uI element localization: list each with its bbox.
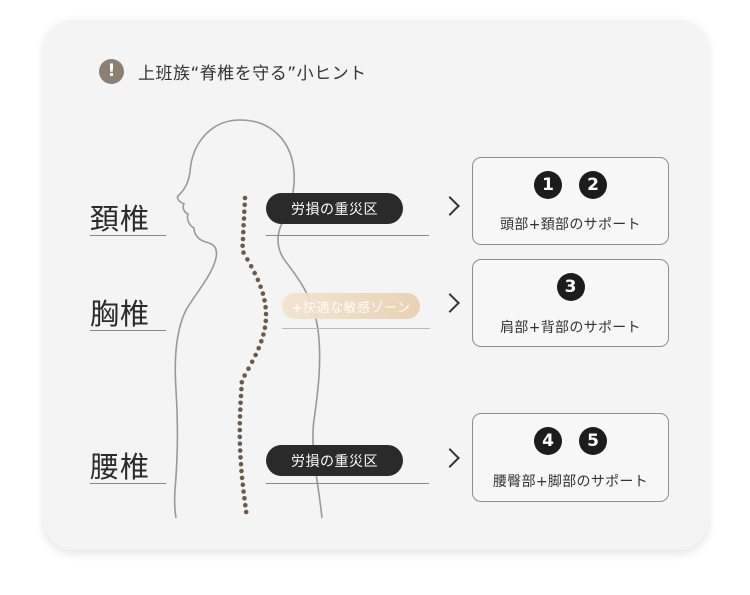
vertebra-dot	[249, 359, 255, 365]
vertebra-dot	[237, 427, 243, 433]
vertebra-dot	[242, 202, 247, 208]
vertebra-dot	[256, 345, 262, 351]
vertebra-dot	[238, 461, 244, 467]
vertebra-dot	[238, 455, 243, 460]
vertebra-dot	[241, 489, 246, 494]
vertebra-dot	[241, 229, 246, 235]
support-text-lumbar: 腰臀部+脚部のサポート	[492, 474, 649, 490]
vertebra-dot	[240, 482, 246, 488]
vertebra-dot	[260, 291, 266, 296]
strain-tag-cervical: 労損の重災区	[266, 193, 403, 224]
tag-underline	[282, 328, 430, 329]
vertebra-dot	[237, 448, 243, 453]
vertebra-dot	[253, 352, 258, 358]
vertebra-dot	[240, 243, 245, 249]
vertebra-dot	[263, 318, 269, 324]
support-text-cervical: 頭部+頚部のサポート	[500, 217, 641, 233]
vertebra-dot	[237, 441, 243, 447]
vertebra-dot	[259, 339, 264, 344]
number-badge-2: 2	[579, 171, 607, 199]
vertebra-dot	[238, 400, 243, 406]
tag-underline	[266, 483, 429, 484]
vertebra-dot	[242, 496, 247, 501]
number-badge-1: 1	[534, 171, 562, 199]
vertebra-dot	[243, 502, 248, 508]
vertebra-dot	[263, 311, 269, 317]
vertebra-dot	[239, 475, 245, 481]
vertebra-dot	[242, 195, 248, 201]
number-badge-3: 3	[556, 273, 585, 301]
page-title: 上班族“脊椎を守る”小ヒント	[138, 63, 367, 84]
vertebra-dot	[242, 373, 247, 378]
vertebra-dot	[241, 223, 246, 228]
vertebra-dot	[248, 264, 254, 269]
label-underline	[90, 235, 166, 236]
body-outline	[173, 119, 241, 519]
vertebra-dot	[262, 325, 268, 331]
number-badge-5: 5	[579, 427, 607, 455]
back-outline	[239, 119, 323, 519]
tag-underline	[266, 235, 429, 236]
vertebra-dot	[262, 298, 267, 303]
vertebra-dot	[263, 304, 268, 310]
strain-tag-lumbar: 労損の重災区	[266, 445, 403, 476]
vertebra-dot	[238, 407, 243, 412]
vertebra-dot	[237, 414, 243, 419]
support-box-lumbar: 4 5 腰臀部+脚部のサポート	[472, 413, 669, 502]
vertebra-dot	[242, 209, 247, 214]
number-badge-4: 4	[534, 427, 562, 455]
support-text-thoracic: 肩部+背部のサポート	[500, 320, 641, 336]
vertebra-dot	[245, 257, 250, 262]
vertebra-dot	[258, 284, 263, 290]
vertebra-dot	[255, 277, 261, 283]
region-label-lumbar: 腰椎	[90, 450, 151, 484]
support-box-cervical: 1 2 頭部+頚部のサポート	[472, 157, 669, 245]
header: ! 上班族“脊椎を守る”小ヒント	[99, 57, 367, 85]
vertebra-dot	[239, 468, 244, 474]
vertebra-dot	[241, 250, 246, 255]
support-box-thoracic: 3 肩部+背部のサポート	[472, 259, 669, 347]
vertebra-dot	[240, 236, 246, 242]
label-underline	[90, 330, 166, 331]
vertebra-dot	[243, 509, 249, 515]
vertebra-dot	[246, 366, 251, 372]
label-underline	[90, 483, 166, 484]
vertebra-dot	[252, 270, 257, 276]
vertebra-dot	[239, 386, 244, 392]
spine-dots	[237, 195, 269, 515]
vertebra-dot	[237, 434, 243, 440]
region-label-cervical: 頚椎	[90, 202, 151, 236]
exclamation-icon: !	[99, 58, 124, 84]
vertebra-dot	[241, 216, 247, 221]
vertebra-dot	[239, 380, 245, 385]
vertebra-dot	[237, 421, 243, 426]
comfort-zone-tag: +快適な敏感ゾーン	[282, 293, 420, 319]
region-label-thoracic: 胸椎	[90, 297, 151, 331]
vertebra-dot	[238, 393, 244, 399]
vertebra-dot	[261, 332, 266, 337]
